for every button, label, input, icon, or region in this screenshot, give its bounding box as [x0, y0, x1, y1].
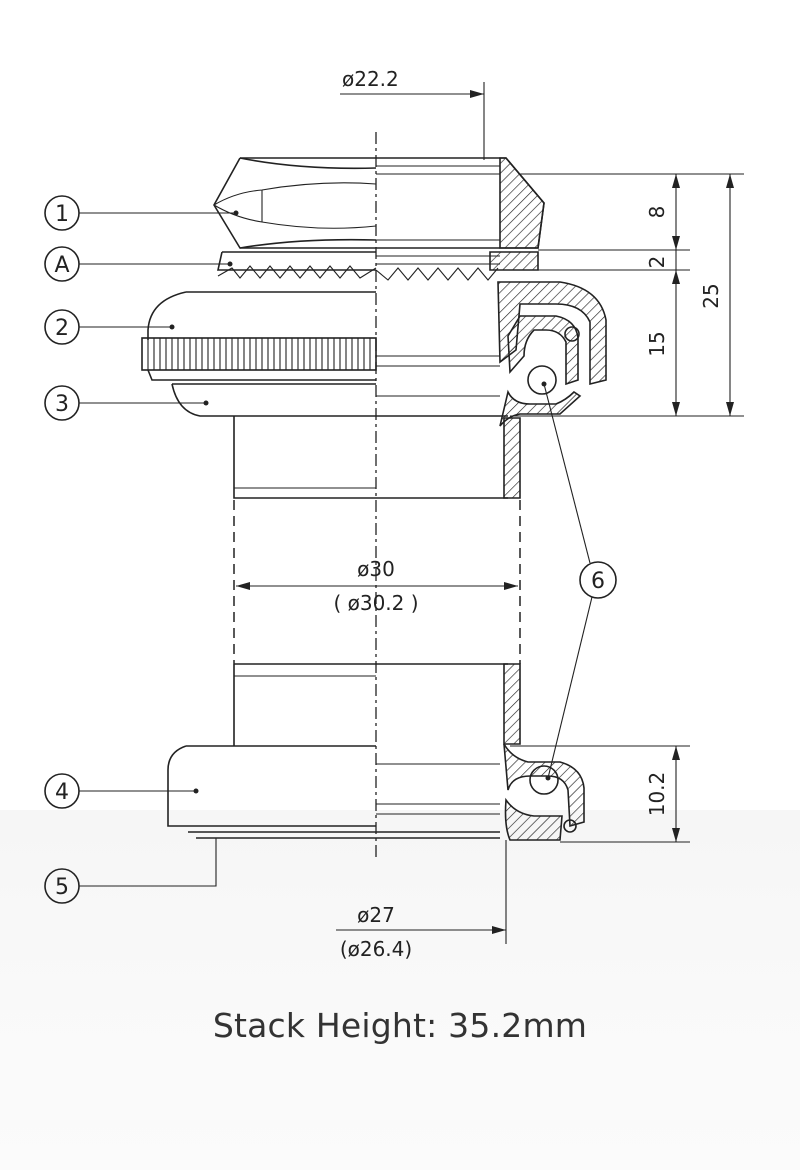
callout-2: 2	[44, 309, 175, 345]
dim-top-bore-label: ø22.2	[342, 67, 399, 91]
callout-A-label: A	[54, 253, 69, 278]
keyed-washer	[217, 251, 539, 281]
dim-locknut-height: 8	[645, 206, 669, 219]
dim-stem-label: ø30	[357, 557, 395, 581]
callout-5-label: 5	[55, 875, 69, 900]
callout-1-label: 1	[55, 202, 69, 227]
callout-3: 3	[44, 385, 209, 421]
locknut	[213, 157, 545, 249]
lower-cup	[167, 743, 585, 841]
callout-1: 1	[44, 195, 239, 231]
callout-A: A	[44, 246, 233, 282]
dim-stem-alt-label: ( ø30.2 )	[333, 591, 418, 615]
dim-stem: ø30 ( ø30.2 )	[236, 557, 518, 615]
dim-upper-cup-height: 15	[645, 331, 669, 356]
callout-3-label: 3	[55, 392, 69, 417]
dim-total-height: 25	[699, 283, 723, 308]
knurl-lines	[147, 338, 371, 370]
head-tube	[233, 416, 521, 746]
stack-height-caption: Stack Height: 35.2mm	[212, 1006, 588, 1045]
dim-lower-height: 10.2	[645, 772, 669, 817]
callout-4: 4	[44, 773, 199, 809]
upper-race	[171, 365, 582, 427]
background-gradient	[0, 810, 800, 1170]
callout-5: 5	[44, 838, 217, 904]
dim-crown-alt-label: (ø26.4)	[340, 937, 412, 961]
dim-top-bore: ø22.2	[340, 67, 485, 160]
callout-2-label: 2	[55, 316, 69, 341]
upper-cup	[141, 281, 607, 386]
callout-6: 6	[541, 381, 617, 781]
dim-crown-label: ø27	[357, 903, 395, 927]
dim-stack-right: 8 2 15 25	[510, 173, 744, 417]
dim-lower-right: 10.2	[510, 745, 690, 843]
callout-4-label: 4	[55, 780, 69, 805]
dim-crown: ø27 (ø26.4)	[336, 840, 507, 961]
dim-washer-height: 2	[645, 256, 669, 269]
callout-6-label: 6	[591, 569, 605, 594]
